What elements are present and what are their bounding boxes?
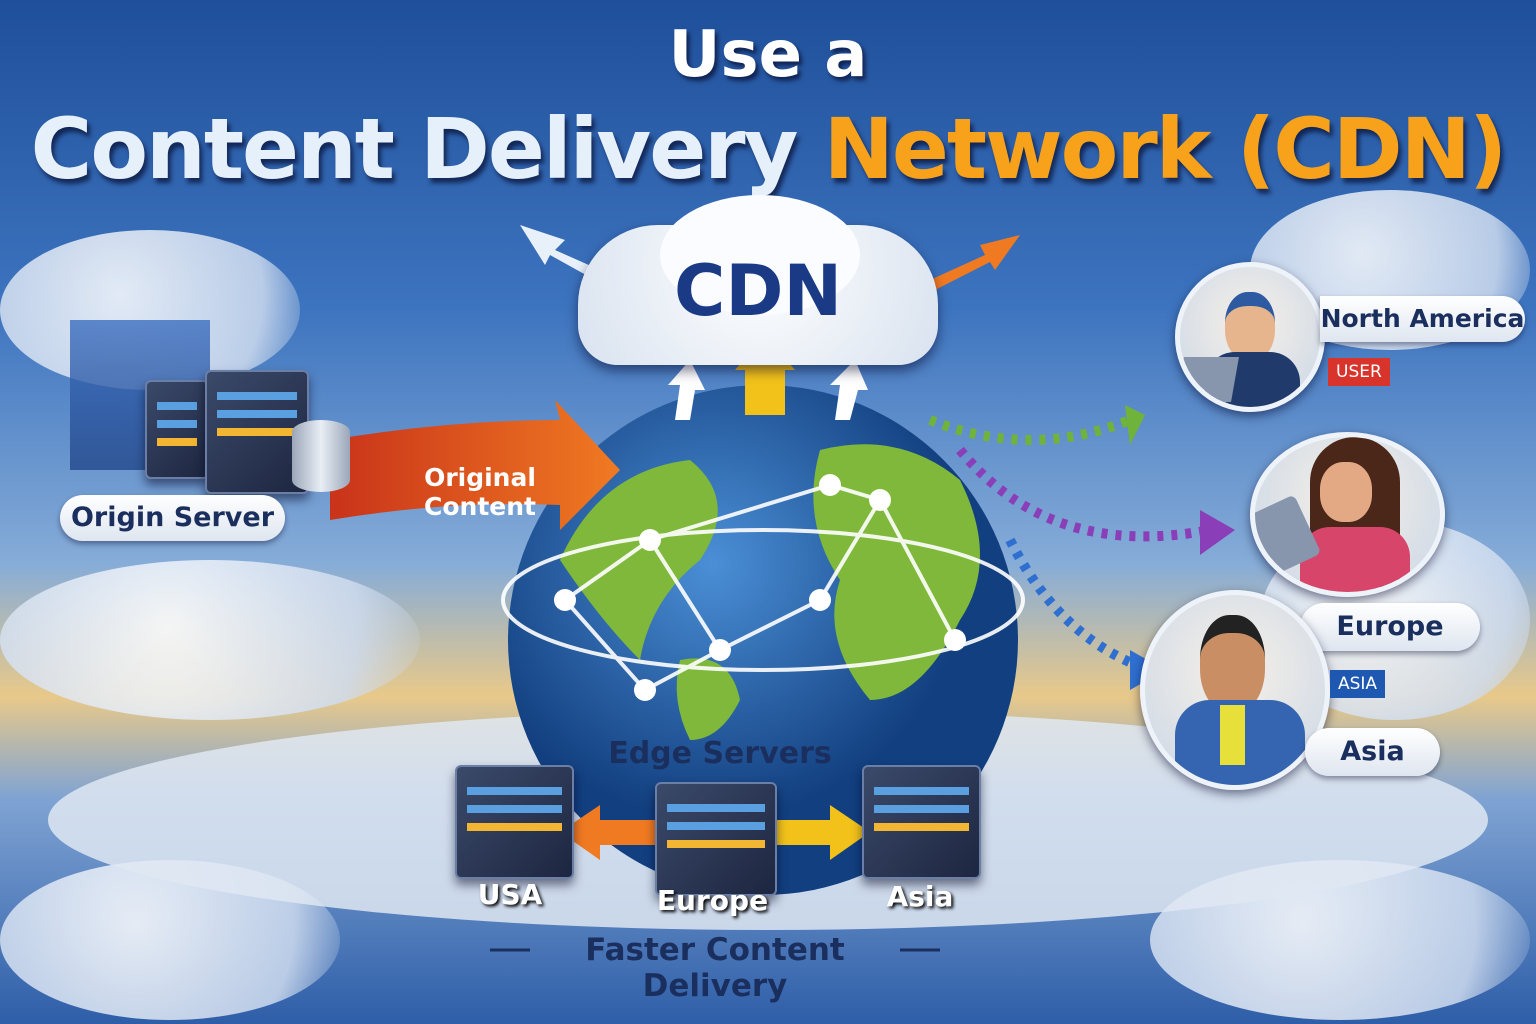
arrowhead-icon [1200,510,1235,555]
user-arrow-north-america [928,415,1132,445]
user-tag: ASIA [1330,670,1386,698]
region-label-asia: Asia [1305,728,1440,776]
cdn-label: CDN [673,250,843,332]
footer-caption: Faster Content Delivery [585,932,845,1004]
outgoing-arrow-icon [930,235,1020,290]
avatar-europe-user [1250,432,1445,597]
database-icon [292,420,350,492]
user-arrow-asia [1005,537,1152,675]
edge-arrow-left [560,805,655,860]
continent-eurafrica [813,444,980,700]
continent-americas [560,460,718,660]
edge-servers-heading: Edge Servers [608,736,832,771]
title-part-1: Content Delivery [30,100,799,198]
title-part-2: Network (CDN) [823,100,1508,198]
edge-server-icon-asia [862,765,981,879]
region-label-north-america: North America [1320,296,1525,342]
arrowhead-icon [1125,405,1145,445]
network-nodes [554,474,966,701]
original-content-arrow [330,400,620,530]
edge-server-icon-usa [455,765,574,879]
cdn-cloud-top [660,195,860,315]
edge-server-label-asia: Asia [886,880,954,913]
user-tag: USER [1328,358,1390,386]
avatar-north-america-user [1175,262,1325,412]
user-arrow-europe [956,446,1211,542]
up-arrow-icon [668,360,705,420]
title-line-1: Use a [668,18,868,92]
outgoing-arrow-icon [520,225,600,280]
region-label-europe: Europe [1300,603,1480,651]
origin-server-label: Origin Server [60,495,285,541]
origin-server-icon [145,380,209,479]
title-line-2: Content Delivery Network (CDN) [0,100,1536,198]
up-arrow-icon [830,360,868,420]
edge-server-label-europe: Europe [656,884,769,917]
edge-server-icon-europe [655,782,777,896]
edge-arrow-right [775,805,870,860]
original-content-label: Original Content [424,463,536,521]
edge-server-label-usa: USA [477,878,543,911]
background-cloud [0,560,420,720]
avatar-asia-user [1140,590,1330,790]
continent-south-america [676,658,740,740]
origin-server-rack-icon [205,370,309,494]
